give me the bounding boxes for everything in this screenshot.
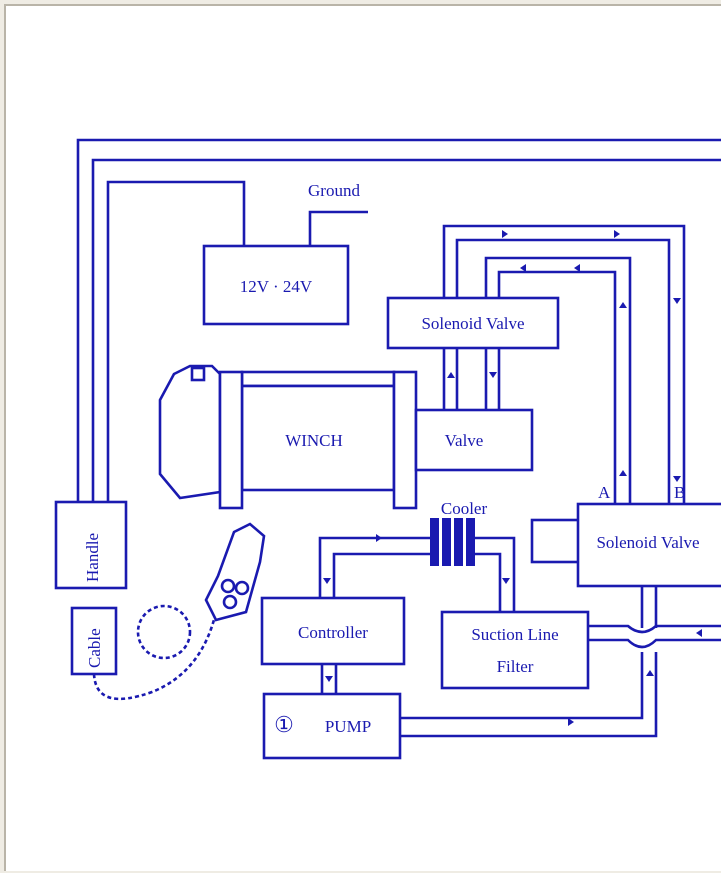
valve-box: [414, 408, 534, 472]
solenoid-valve-right-box: [576, 502, 721, 588]
pipe-solenoid-inner-2: [497, 270, 617, 504]
controller-label: Controller: [298, 623, 368, 642]
wire-handle-inner: [91, 158, 721, 502]
pendant-cord: [92, 611, 218, 701]
flow-arrow: [574, 264, 580, 272]
pipe-cooler-filter: [475, 536, 516, 612]
pipe-controller-pump: [320, 664, 338, 694]
winch-flange-left: [218, 370, 244, 510]
flow-arrow: [673, 476, 681, 482]
flow-arrow: [696, 629, 702, 637]
pipe-controller-cooler: [318, 536, 430, 598]
winch-label: WINCH: [285, 431, 343, 450]
cooler-label: Cooler: [441, 499, 488, 518]
pipe-filter-right: [588, 624, 721, 649]
pipe-solenoid-inner: [484, 256, 632, 504]
power-supply-label: 12V · 24V: [240, 277, 313, 296]
image-frame: Ground 12V · 24V Solenoid Valve WINCH Va…: [4, 4, 721, 871]
winch-drum-top: [240, 370, 396, 388]
ground-label: Ground: [308, 181, 360, 200]
flow-arrow: [376, 534, 382, 542]
cooler-fins: [430, 518, 475, 566]
flow-arrow: [619, 302, 627, 308]
handle-box: [54, 500, 128, 590]
flow-arrow: [673, 298, 681, 304]
winch-drum: [240, 384, 396, 492]
wire-ground: [308, 210, 368, 246]
power-supply-box: [202, 244, 350, 326]
pipe-solenoid-to-valve: [442, 348, 501, 410]
hydraulic-winch-diagram: Ground 12V · 24V Solenoid Valve WINCH Va…: [54, 138, 721, 760]
suction-line-label: Suction Line: [471, 625, 558, 644]
remote-pendant: [204, 522, 266, 622]
pump-box: [262, 692, 402, 760]
pump-label: PUMP: [325, 717, 371, 736]
pendant-button: [222, 594, 238, 610]
solenoid-valve-box: [386, 296, 560, 350]
port-a-label: A: [598, 483, 611, 502]
suction-filter-box: [440, 610, 590, 690]
winch-flange-right: [392, 370, 418, 510]
flow-arrow: [502, 578, 510, 584]
pump-symbol: ①: [274, 712, 294, 737]
filter-label: Filter: [497, 657, 534, 676]
pipe-solenoid-outer-2: [455, 238, 671, 504]
solenoid-valve-right-label: Solenoid Valve: [596, 533, 699, 552]
flow-arrow: [502, 230, 508, 238]
pendant-button: [220, 578, 236, 594]
pendant-button: [234, 580, 250, 596]
wire-handle-top: [76, 138, 721, 502]
flow-arrow: [520, 264, 526, 272]
flow-arrow: [614, 230, 620, 238]
flow-arrow: [646, 670, 654, 676]
controller-box: [260, 596, 406, 666]
flow-arrow: [489, 372, 497, 378]
valve-label: Valve: [445, 431, 484, 450]
flow-arrow: [447, 372, 455, 378]
wire-handle-power: [106, 180, 246, 502]
port-b-label: B: [674, 483, 685, 502]
solenoid-valve-label: Solenoid Valve: [421, 314, 524, 333]
pipe-solenoid-outer: [442, 224, 686, 504]
flow-arrow: [568, 718, 574, 726]
winch-motor-cap: [190, 366, 206, 382]
pipe-valve-down: [400, 586, 658, 738]
cable-label: Cable: [85, 628, 104, 668]
flow-arrow: [325, 676, 333, 682]
pendant-loop: [136, 604, 192, 660]
winch-motor: [158, 364, 222, 500]
flow-arrow: [323, 578, 331, 584]
flow-arrow: [619, 470, 627, 476]
handle-label: Handle: [83, 533, 102, 582]
